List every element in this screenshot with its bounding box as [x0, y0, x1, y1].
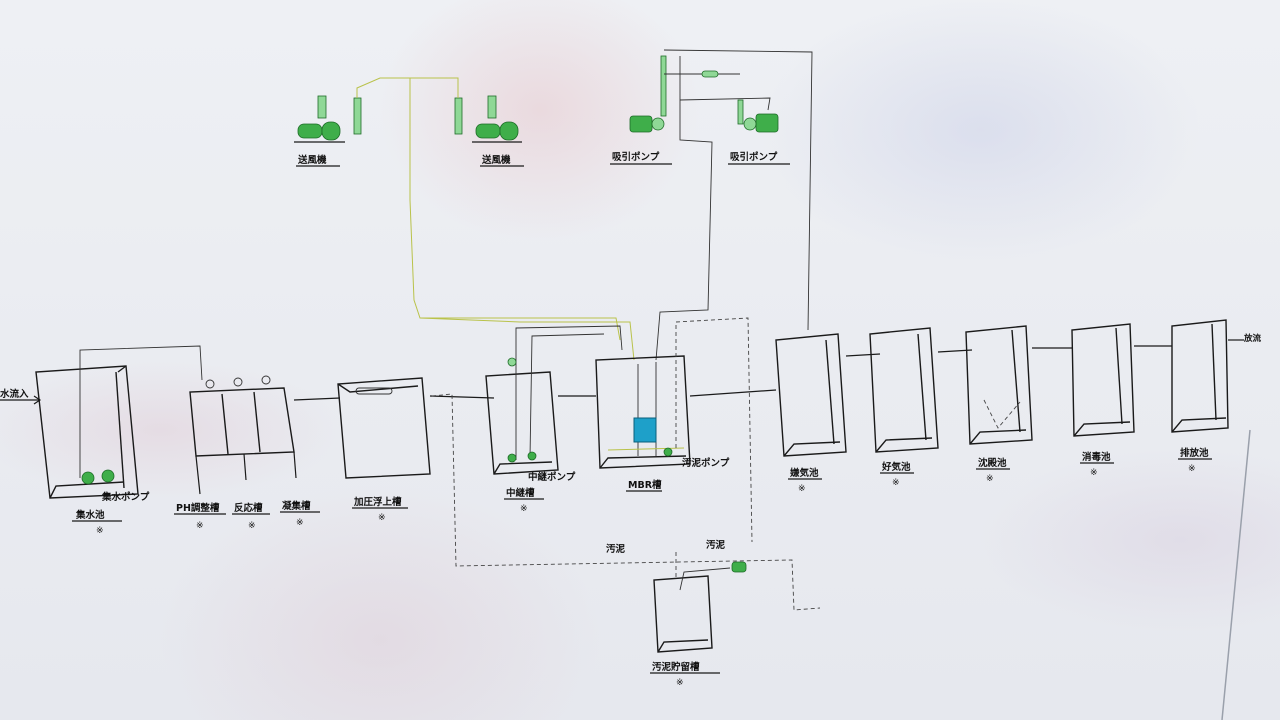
collection-pump-label: 集水ポンプ	[101, 491, 150, 503]
svg-text:※: ※	[520, 504, 528, 514]
tank-discharge	[1171, 319, 1244, 433]
tank-disinfection-label: 消毒池	[1082, 451, 1111, 463]
tank-disinfection	[1071, 323, 1172, 437]
tank-aerobic	[869, 327, 973, 453]
svg-text:※: ※	[1188, 464, 1196, 474]
tank-anaerobic	[775, 333, 881, 457]
tank-mbr	[595, 317, 753, 543]
tank-sludge-storage-label: 汚泥貯留槽	[652, 661, 700, 673]
mbr-membrane	[633, 417, 657, 443]
inflow-label: 水流入	[0, 388, 29, 400]
svg-text:※: ※	[986, 474, 994, 484]
tank-relay-label: 中継槽	[506, 487, 535, 499]
sludge-storage-pump	[731, 561, 747, 573]
svg-text:※: ※	[1090, 468, 1098, 478]
sludge-label-2: 汚泥	[706, 539, 726, 551]
tank-flotation-label: 加圧浮上槽	[353, 496, 402, 508]
blower-1	[294, 95, 362, 143]
wall-edge	[1221, 429, 1251, 720]
tank-relay	[485, 325, 623, 475]
blower-2	[454, 95, 522, 143]
tank-sludge-storage	[653, 561, 747, 653]
suction-pump-1-label: 吸引ポンプ	[612, 151, 660, 163]
tank-flotation	[337, 377, 821, 611]
tank-mbr-label: MBR槽	[628, 479, 662, 491]
suction-pump-2-label: 吸引ポンプ	[730, 151, 778, 163]
tank-ph-reaction-coagulation	[189, 375, 341, 495]
suction-pump-2	[737, 99, 779, 133]
svg-text:※: ※	[378, 513, 386, 523]
tank-anaerobic-label: 嫌気池	[789, 467, 819, 479]
svg-text:※: ※	[96, 526, 104, 536]
svg-text:※: ※	[676, 678, 684, 688]
blower-1-label: 送風機	[297, 154, 327, 166]
svg-text:※: ※	[196, 521, 204, 531]
tank-collection-pit	[35, 345, 203, 499]
tank-collection-pit-label: 集水池	[75, 509, 105, 521]
relay-pump-label: 中継ポンプ	[528, 471, 576, 483]
suction-piping	[655, 49, 813, 361]
air-piping	[356, 77, 635, 361]
svg-text:※: ※	[248, 521, 256, 531]
blower-2-label: 送風機	[481, 154, 511, 166]
tank-coagulation-label: 凝集槽	[282, 500, 311, 512]
svg-text:※: ※	[296, 518, 304, 528]
tank-aerobic-label: 好気池	[881, 461, 911, 473]
discharge-label: 放流	[1243, 333, 1262, 344]
svg-text:※: ※	[798, 484, 806, 494]
sludge-pump-label: 汚泥ポンプ	[682, 457, 730, 469]
svg-text:※: ※	[892, 478, 900, 488]
tank-reaction-label: 反応槽	[234, 502, 263, 514]
tank-sedimentation	[965, 325, 1072, 445]
tank-discharge-label: 排放池	[1180, 447, 1209, 459]
tank-sedimentation-label: 沈殿池	[978, 457, 1007, 469]
suction-pump-1	[629, 55, 667, 133]
tank-ph-label: PH調整槽	[176, 502, 220, 514]
sludge-label-1: 汚泥	[606, 543, 626, 555]
